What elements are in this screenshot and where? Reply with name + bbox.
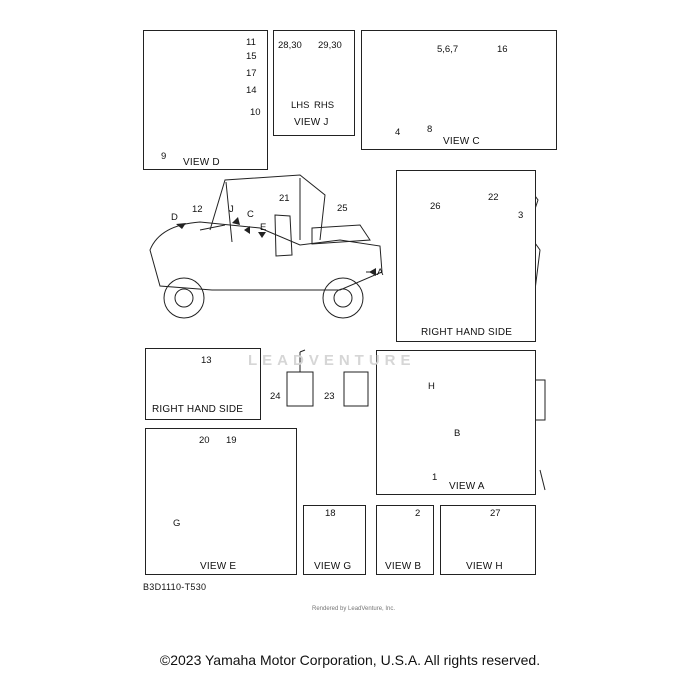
callout-15: 15 (246, 51, 257, 62)
callout-j: J (229, 204, 234, 215)
copyright-notice: ©2023 Yamaha Motor Corporation, U.S.A. A… (159, 652, 541, 668)
callout-25: 25 (337, 203, 348, 214)
callout-18: 18 (325, 508, 336, 519)
right-hand-side-small-panel (145, 348, 261, 420)
callout-9: 9 (161, 151, 167, 162)
callout-2: 2 (415, 508, 421, 519)
right-small-title: RIGHT HAND SIDE (152, 404, 244, 415)
callout-20: 20 (199, 435, 210, 446)
view-b-title: VIEW B (385, 561, 422, 572)
view-a-title: VIEW A (449, 481, 485, 492)
callout-a: A (377, 267, 384, 278)
callout-21: 21 (279, 193, 290, 204)
view-c-title: VIEW C (443, 136, 480, 147)
view-h-panel (440, 505, 536, 575)
view-e-panel (145, 428, 297, 575)
callout-13: 13 (201, 355, 212, 366)
callout-10: 10 (250, 107, 261, 118)
view-a-panel (376, 350, 536, 495)
view-c-panel (361, 30, 557, 150)
callout-23: 23 (324, 391, 335, 402)
callout-19: 19 (226, 435, 237, 446)
rhs-label: RHS (314, 100, 335, 111)
callout-16: 16 (497, 44, 508, 55)
view-b-panel (376, 505, 434, 575)
part-code: B3D1110-T530 (143, 582, 207, 592)
callout-d: D (171, 212, 178, 223)
callout-26: 26 (430, 201, 441, 212)
callout-22: 22 (488, 192, 499, 203)
callout-14: 14 (246, 85, 257, 96)
callout-27: 27 (490, 508, 501, 519)
right-side-title: RIGHT HAND SIDE (421, 327, 513, 338)
view-j-title: VIEW J (294, 117, 329, 128)
callout-28-30: 28,30 (278, 40, 302, 51)
callout-17: 17 (246, 68, 257, 79)
watermark: LEADVENTURE (248, 352, 416, 369)
view-e-title: VIEW E (200, 561, 237, 572)
callout-e: E (260, 222, 267, 233)
view-g-title: VIEW G (314, 561, 352, 572)
view-d-title: VIEW D (183, 157, 220, 168)
callout-29-30: 29,30 (318, 40, 342, 51)
view-h-title: VIEW H (466, 561, 503, 572)
render-credit: Rendered by LeadVenture, Inc. (312, 606, 396, 612)
callout-3: 3 (518, 210, 524, 221)
lhs-label: LHS (291, 100, 310, 111)
view-j-panel (273, 30, 355, 136)
callout-5-6-7: 5,6,7 (437, 44, 459, 55)
right-side-panel (396, 170, 536, 342)
callout-b: B (454, 428, 461, 439)
callout-1: 1 (432, 472, 438, 483)
view-g-panel (303, 505, 366, 575)
callout-12: 12 (192, 204, 203, 215)
view-d-panel (143, 30, 268, 170)
callout-4: 4 (395, 127, 401, 138)
callout-h: H (428, 381, 435, 392)
callout-c: C (247, 209, 254, 220)
callout-g: G (173, 518, 181, 529)
callout-24: 24 (270, 391, 281, 402)
callout-11: 11 (246, 37, 256, 48)
callout-8: 8 (427, 124, 433, 135)
